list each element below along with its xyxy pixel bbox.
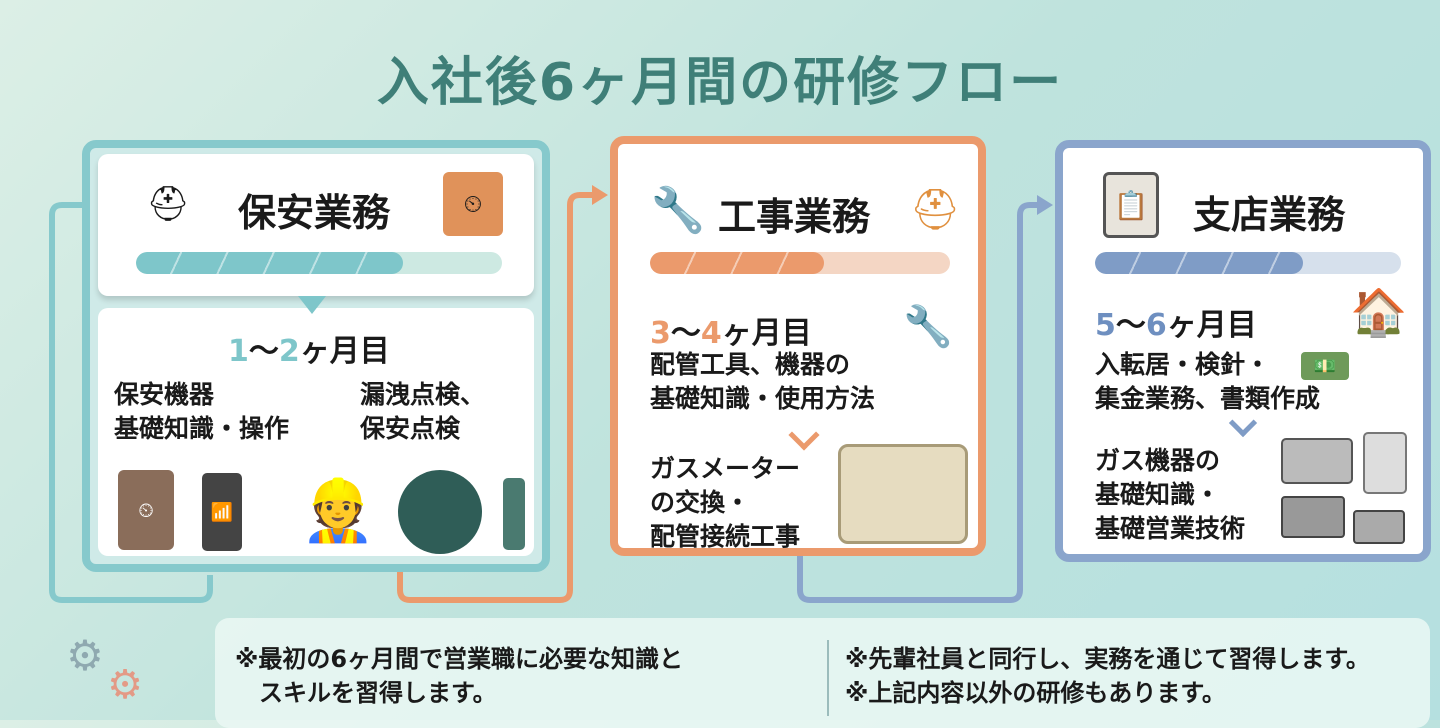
card-header: ⛑ 保安業務 ⏲: [98, 154, 534, 296]
clipboard-icon: 📋: [1103, 172, 1159, 238]
gear-icon: ⚙: [107, 662, 143, 708]
connector-line: [797, 202, 1045, 603]
notes-box: ※最初の6ヶ月間で営業職に必要な知識と スキルを習得します。 ※先輩社員と同行し…: [215, 618, 1430, 728]
hardhat-icon: ⛑: [909, 186, 961, 233]
card-title: 支店業務: [1193, 193, 1346, 237]
microwave-icon: [1281, 496, 1345, 538]
note-right: ※先輩社員と同行し、実務を通じて習得します。 ※上記内容以外の研修もあります。: [845, 645, 1370, 707]
page-title: 入社後6ヶ月間の研修フロー: [376, 53, 1064, 113]
multimeter-icon: ⏲: [118, 470, 174, 550]
card-security: ⛑ 保安業務 ⏲ 1〜2ヶ月目 保安機器 基礎知識・操作 漏洩点検、 保安点検 …: [82, 140, 550, 572]
water-heater-icon: [1363, 432, 1407, 494]
training-text: ガス機器の 基礎知識・ 基礎営業技術: [1095, 446, 1246, 543]
progress-fill: [650, 252, 824, 274]
progress-fill: [1095, 252, 1304, 274]
worker-icon: 👷: [300, 475, 376, 546]
progress-bar: [136, 252, 502, 274]
cable-reel-icon: [398, 470, 482, 554]
progress-bar: [650, 252, 950, 274]
down-arrow-icon: [298, 296, 326, 314]
money-icon: 💵: [1301, 352, 1349, 380]
card-branch: 📋 支店業務 5〜6ヶ月目 🏠 入転居・検針・ 集金業務、書類作成 💵 ガス機器…: [1055, 140, 1431, 562]
training-text: 入転居・検針・ 集金業務、書類作成: [1095, 350, 1321, 413]
training-text: 保安機器 基礎知識・操作: [114, 380, 290, 443]
helmet-icon: ⛑: [146, 184, 190, 224]
card-title: 保安業務: [238, 191, 391, 235]
wrench-icon: 🔧: [650, 185, 706, 236]
month-range: 5〜6ヶ月目: [1095, 308, 1257, 343]
gear-icon: ⚙: [66, 630, 104, 680]
arrow-icon: [592, 185, 608, 205]
connector-line: [397, 192, 600, 603]
note-left: ※最初の6ヶ月間で営業職に必要な知識と スキルを習得します。: [235, 645, 684, 707]
gas-meter-icon: [838, 444, 968, 544]
month-range: 3〜4ヶ月目: [650, 316, 812, 351]
training-text: 配管工具、機器の 基礎知識・使用方法: [650, 350, 876, 413]
training-text: 漏洩点検、 保安点検: [360, 380, 486, 443]
house-icon: 🏠: [1350, 284, 1408, 339]
divider: [827, 640, 829, 716]
stove-icon: [1281, 438, 1353, 484]
progress-bar: [1095, 252, 1401, 274]
oven-icon: [1353, 510, 1405, 544]
training-text: ガスメーター の交換・ 配管接続工事: [650, 454, 801, 551]
down-chevron-icon: [788, 419, 820, 451]
card-construction: 🔧 工事業務 ⛑ 3〜4ヶ月目 🔧 配管工具、機器の 基礎知識・使用方法 ガスメ…: [610, 136, 986, 556]
progress-fill: [136, 252, 404, 274]
card-title: 工事業務: [718, 195, 871, 239]
month-range: 1〜2ヶ月目: [228, 334, 390, 369]
multimeter-icon: ⏲: [443, 172, 503, 236]
card-body: 1〜2ヶ月目 保安機器 基礎知識・操作 漏洩点検、 保安点検 ⏲ 📶 👷: [98, 296, 534, 556]
pipe-tools-icon: 🔧: [903, 303, 953, 350]
arrow-icon: [1037, 195, 1053, 215]
connector-line: [49, 202, 213, 603]
flashlight-icon: [503, 478, 525, 550]
radio-icon: 📶: [202, 473, 242, 551]
